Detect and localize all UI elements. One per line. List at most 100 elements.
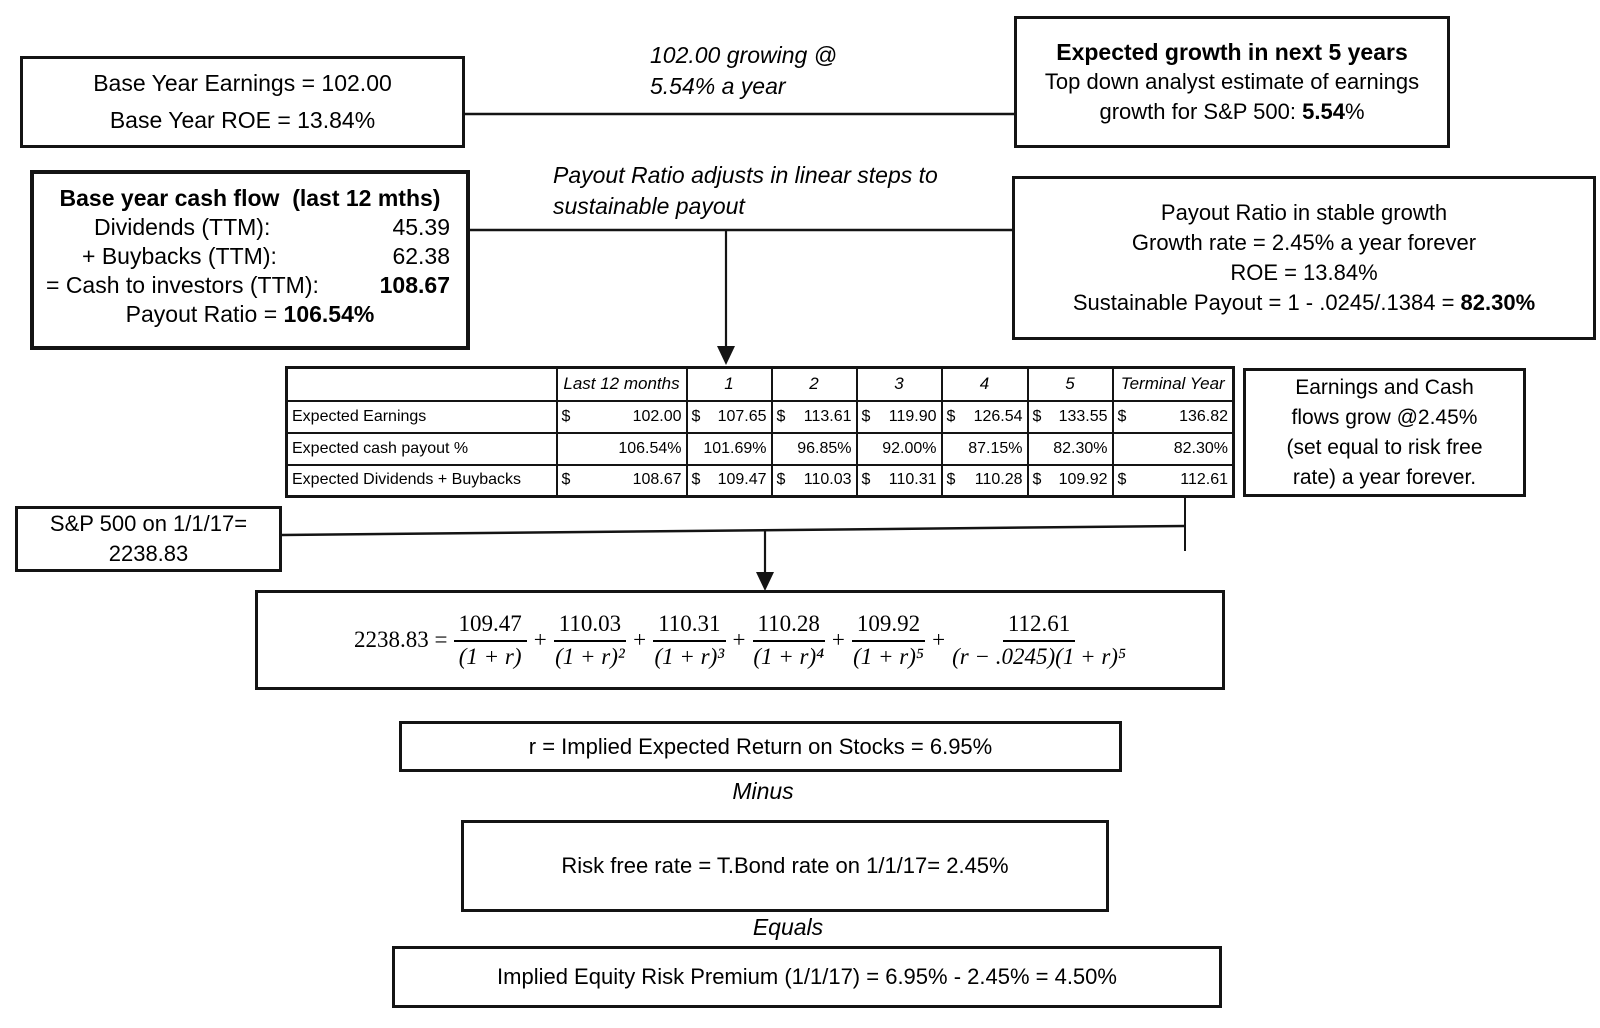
table-cell: 1	[685, 366, 773, 402]
stable-growth-line: ROE = 13.84%	[1230, 260, 1378, 285]
table-cell	[285, 366, 558, 402]
cell-value: 112.61	[1180, 471, 1228, 489]
expected-growth-title: Expected growth in next 5 years	[1056, 39, 1408, 65]
row-value: 108.67	[379, 272, 450, 298]
dollar-sign: $	[861, 407, 871, 425]
table-cell: Expected Earnings	[285, 399, 558, 434]
cash-flow-row: + Buybacks (TTM):62.38	[34, 242, 466, 271]
dollar-sign: $	[691, 471, 701, 489]
table-cell: Last 12 months	[555, 366, 688, 402]
dollar-sign: $	[1117, 471, 1127, 489]
sp500-value: 2238.83	[108, 541, 189, 566]
table-cell: $108.67	[555, 463, 688, 498]
fraction-numerator: 112.61	[1002, 611, 1076, 642]
table-cell: $109.47	[685, 463, 773, 498]
fraction-numerator: 110.03	[553, 611, 627, 642]
box-expected-growth: Expected growth in next 5 years Top down…	[1014, 16, 1450, 148]
cell-value: 110.03	[803, 471, 852, 489]
valuation-equation: 2238.83 = 109.47(1 + r) + 110.03(1 + r)²…	[354, 611, 1126, 670]
box-base-year-cash-flow: Base year cash flow (last 12 mths) Divid…	[30, 170, 470, 350]
label-payout-annotation: Payout Ratio adjusts in linear steps to …	[553, 160, 993, 222]
implied-erp-text: Implied Equity Risk Premium (1/1/17) = 6…	[497, 964, 1117, 989]
equation-fraction: 110.03(1 + r)²	[553, 611, 627, 670]
label-equals: Equals	[752, 914, 824, 940]
note-line: (set equal to risk free	[1286, 435, 1483, 459]
equation-fraction: 109.47(1 + r)	[453, 611, 527, 670]
cash-flow-title: Base year cash flow (last 12 mths)	[59, 185, 441, 211]
dollar-sign: $	[1032, 471, 1042, 489]
expected-growth-line: growth for S&P 500: 5.54%	[1100, 97, 1365, 127]
table-cell: Expected cash payout %	[285, 431, 558, 466]
risk-free-text: Risk free rate = T.Bond rate on 1/1/17= …	[561, 853, 1009, 878]
dollar-sign: $	[776, 471, 786, 489]
cashflow-projection-table: Last 12 months 1 2 3 4 5 Terminal Year E…	[285, 366, 1235, 498]
fraction-numerator: 110.28	[752, 611, 825, 642]
table-cell: $109.92	[1026, 463, 1114, 498]
dollar-sign: $	[946, 471, 956, 489]
equation-fraction: 109.92(1 + r)⁵	[851, 611, 926, 670]
table-row: Expected Dividends + Buybacks $108.67 $1…	[285, 463, 1235, 498]
cell-value: 110.31	[888, 471, 937, 489]
text-span: %	[1344, 99, 1365, 124]
dollar-sign: $	[1032, 407, 1042, 425]
note-line: flows grow @2.45%	[1291, 405, 1478, 429]
sustainable-payout-value: 82.30%	[1460, 290, 1536, 315]
text-span: Sustainable Payout = 1 - .0245/.1384 =	[1072, 290, 1461, 315]
table-cell: $107.65	[685, 399, 773, 434]
growth-rate-value: 5.54	[1302, 99, 1345, 124]
table-cell: $110.28	[940, 463, 1029, 498]
row-label: Payout Ratio =	[125, 301, 284, 327]
table-cell: 87.15%	[940, 431, 1029, 466]
row-label: + Buybacks (TTM):	[82, 243, 277, 269]
expected-growth-line: Top down analyst estimate of earnings	[1044, 69, 1420, 94]
cell-value: 113.61	[803, 407, 852, 425]
annotation-line: Payout Ratio adjusts in linear steps to	[553, 162, 938, 188]
equation-fraction: 112.61(r − .0245)(1 + r)⁵	[952, 611, 1126, 670]
table-cell: 82.30%	[1026, 431, 1114, 466]
box-valuation-equation: 2238.83 = 109.47(1 + r) + 110.03(1 + r)²…	[255, 590, 1225, 690]
table-cell: $110.31	[855, 463, 943, 498]
stable-growth-line: Payout Ratio in stable growth	[1160, 200, 1448, 225]
table-cell: 3	[855, 366, 943, 402]
fraction-denominator: (1 + r)³	[654, 643, 725, 669]
table-cell: $133.55	[1026, 399, 1114, 434]
cash-flow-row: = Cash to investors (TTM): 108.67	[34, 271, 466, 300]
text-span: growth for S&P 500:	[1099, 99, 1303, 124]
note-line: rate) a year forever.	[1292, 465, 1477, 489]
cell-value: 126.54	[973, 407, 1023, 425]
base-roe-line: Base Year ROE = 13.84%	[109, 107, 376, 133]
arrow-down-icon	[717, 346, 735, 365]
cell-value: 136.82	[1179, 407, 1228, 425]
plus-operator: +	[732, 627, 746, 652]
table-cell: 82.30%	[1111, 431, 1235, 466]
table-cell: 96.85%	[770, 431, 858, 466]
annotation-line: 5.54% a year	[650, 73, 786, 99]
table-cell: $113.61	[770, 399, 858, 434]
table-cell: $112.61	[1111, 463, 1235, 498]
annotation-line: sustainable payout	[553, 193, 745, 219]
projection-table-wrap: Last 12 months 1 2 3 4 5 Terminal Year E…	[285, 366, 1235, 498]
box-base-year-earnings: Base Year Earnings = 102.00 Base Year RO…	[20, 56, 465, 148]
box-implied-return: r = Implied Expected Return on Stocks = …	[399, 721, 1122, 772]
table-cell: 5	[1026, 366, 1114, 402]
arrow-down-icon	[756, 572, 774, 591]
table-cell: Terminal Year	[1111, 366, 1235, 402]
table-cell: 2	[770, 366, 858, 402]
table-cell: $102.00	[555, 399, 688, 434]
cell-value: 109.47	[717, 471, 767, 489]
fraction-denominator: (r − .0245)(1 + r)⁵	[952, 643, 1126, 669]
table-row: Expected Earnings $102.00 $107.65 $113.6…	[285, 399, 1235, 434]
dollar-sign: $	[946, 407, 956, 425]
box-earnings-growth-note: Earnings and Cash flows grow @2.45% (set…	[1243, 368, 1526, 497]
label-minus: Minus	[732, 778, 794, 804]
cell-value: 119.90	[888, 407, 937, 425]
fraction-denominator: (1 + r)	[458, 643, 522, 669]
plus-operator: +	[831, 627, 845, 652]
table-header-row: Last 12 months 1 2 3 4 5 Terminal Year	[285, 366, 1235, 402]
box-risk-free-rate: Risk free rate = T.Bond rate on 1/1/17= …	[461, 820, 1109, 912]
fraction-numerator: 109.47	[453, 611, 527, 642]
plus-operator: +	[533, 627, 547, 652]
equation-lhs: 2238.83 =	[354, 627, 448, 652]
row-label: = Cash to investors (TTM):	[46, 272, 319, 298]
